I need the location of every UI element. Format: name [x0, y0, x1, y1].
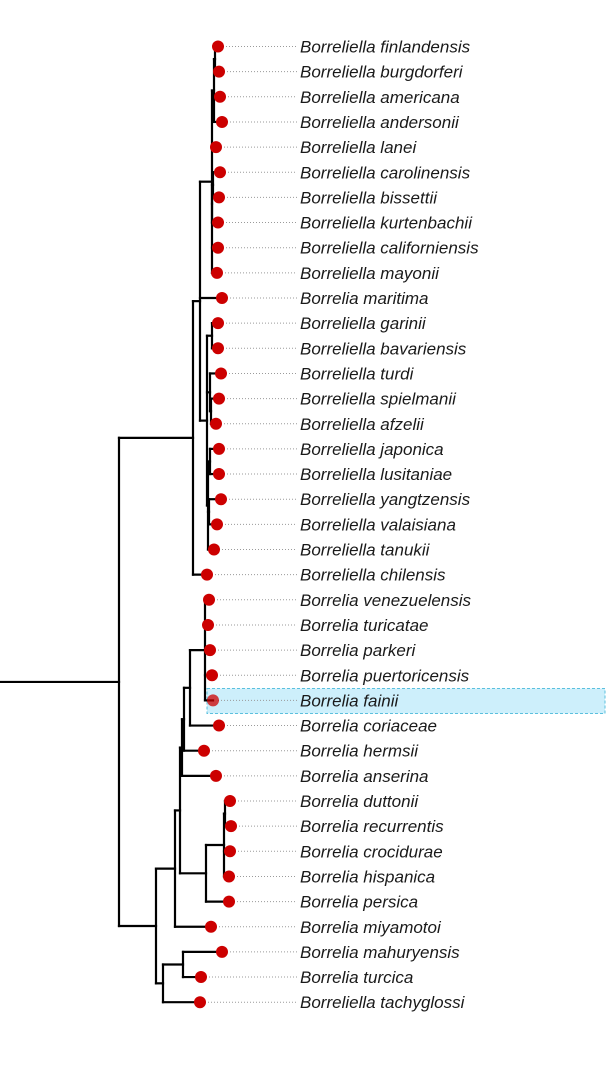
- tip-borrelia-duttonii[interactable]: [224, 795, 236, 807]
- tip-borreliella-valaisiana[interactable]: [211, 518, 223, 531]
- leaf-label-borreliella-burgdorferi[interactable]: Borreliella burgdorferi: [300, 63, 464, 82]
- highlight-row-borrelia-fainii[interactable]: [206, 688, 606, 714]
- tip-markers: [194, 40, 237, 1009]
- tip-borreliella-bavariensis[interactable]: [212, 342, 224, 355]
- tip-borreliella-spielmanii[interactable]: [213, 392, 225, 405]
- leader-lines: [205, 46, 297, 1003]
- tree-branches: [0, 45, 233, 1004]
- leaf-label-borrelia-crocidurae[interactable]: Borrelia crocidurae: [300, 842, 443, 861]
- leaf-label-borreliella-californiensis[interactable]: Borreliella californiensis: [300, 239, 479, 258]
- tip-borrelia-hispanica[interactable]: [223, 870, 235, 883]
- leaf-label-borrelia-coriaceae[interactable]: Borrelia coriaceae: [300, 717, 437, 736]
- leaf-label-borrelia-hermsii[interactable]: Borrelia hermsii: [300, 742, 419, 761]
- tip-borreliella-tachyglossi[interactable]: [194, 996, 206, 1009]
- leaf-label-borreliella-yangtzensis[interactable]: Borreliella yangtzensis: [300, 490, 471, 509]
- tip-borreliella-californiensis[interactable]: [212, 241, 224, 254]
- tip-borrelia-turicatae[interactable]: [202, 618, 214, 631]
- tip-borreliella-turdi[interactable]: [215, 367, 227, 380]
- tip-borreliella-bissettii[interactable]: [213, 191, 225, 204]
- tip-borreliella-finlandensis[interactable]: [212, 40, 224, 53]
- leaf-label-borrelia-fainii[interactable]: Borrelia fainii: [300, 691, 399, 710]
- leaf-label-borreliella-tanukii[interactable]: Borreliella tanukii: [300, 541, 431, 560]
- leaf-label-borreliella-americana[interactable]: Borreliella americana: [300, 88, 460, 107]
- tip-borreliella-garinii[interactable]: [212, 317, 224, 330]
- tip-borrelia-fainii[interactable]: [207, 694, 219, 707]
- tip-borrelia-hermsii[interactable]: [198, 744, 210, 757]
- tip-borreliella-carolinensis[interactable]: [214, 166, 226, 179]
- leaf-label-borrelia-anserina[interactable]: Borrelia anserina: [300, 767, 429, 786]
- leaf-label-borrelia-duttonii[interactable]: Borrelia duttonii: [300, 792, 419, 811]
- leaf-label-borreliella-carolinensis[interactable]: Borreliella carolinensis: [300, 163, 471, 182]
- leaf-label-borreliella-japonica[interactable]: Borreliella japonica: [300, 440, 444, 459]
- leaf-label-borreliella-mayonii[interactable]: Borreliella mayonii: [300, 264, 440, 283]
- tip-borreliella-lusitaniae[interactable]: [213, 468, 225, 481]
- tip-borrelia-recurrentis[interactable]: [225, 820, 237, 833]
- tip-borrelia-mahuryensis[interactable]: [216, 945, 228, 958]
- tip-borreliella-yangtzensis[interactable]: [215, 493, 227, 506]
- tip-borreliella-chilensis[interactable]: [201, 568, 213, 581]
- tip-borreliella-andersonii[interactable]: [216, 115, 228, 128]
- leaf-label-borreliella-lanei[interactable]: Borreliella lanei: [300, 138, 417, 157]
- tip-borreliella-burgdorferi[interactable]: [213, 65, 225, 78]
- leaf-label-borrelia-recurrentis[interactable]: Borrelia recurrentis: [300, 817, 444, 836]
- leaf-label-borrelia-mahuryensis[interactable]: Borrelia mahuryensis: [300, 943, 460, 962]
- leaf-label-borreliella-bavariensis[interactable]: Borreliella bavariensis: [300, 339, 467, 358]
- leaf-label-borreliella-spielmanii[interactable]: Borreliella spielmanii: [300, 390, 457, 409]
- tip-borrelia-parkeri[interactable]: [204, 644, 216, 657]
- leaf-label-borreliella-valaisiana[interactable]: Borreliella valaisiana: [300, 515, 456, 534]
- tip-borrelia-venezuelensis[interactable]: [203, 593, 215, 606]
- tip-borreliella-tanukii[interactable]: [208, 543, 220, 556]
- tip-borrelia-anserina[interactable]: [210, 769, 222, 782]
- leaf-label-borrelia-maritima[interactable]: Borrelia maritima: [300, 289, 428, 308]
- leaf-label-borreliella-lusitaniae[interactable]: Borreliella lusitaniae: [300, 465, 452, 484]
- leaf-label-borreliella-turdi[interactable]: Borreliella turdi: [300, 364, 415, 383]
- leaf-label-borrelia-persica[interactable]: Borrelia persica: [300, 893, 418, 912]
- leaf-label-borreliella-bissettii[interactable]: Borreliella bissettii: [300, 188, 438, 207]
- leaf-label-borrelia-miyamotoi[interactable]: Borrelia miyamotoi: [300, 918, 442, 937]
- tip-borreliella-americana[interactable]: [214, 90, 226, 103]
- tip-borrelia-persica[interactable]: [223, 895, 235, 908]
- tip-borrelia-puertoricensis[interactable]: [206, 669, 218, 682]
- leaf-label-borrelia-parkeri[interactable]: Borrelia parkeri: [300, 641, 416, 660]
- leaf-label-borreliella-afzelii[interactable]: Borreliella afzelii: [300, 415, 425, 434]
- tip-borreliella-mayonii[interactable]: [211, 266, 223, 279]
- leaf-label-borreliella-kurtenbachii[interactable]: Borreliella kurtenbachii: [300, 214, 473, 233]
- tip-borrelia-crocidurae[interactable]: [224, 845, 236, 858]
- tip-borreliella-afzelii[interactable]: [210, 417, 222, 430]
- leaf-label-borreliella-garinii[interactable]: Borreliella garinii: [300, 314, 427, 333]
- leaf-label-borrelia-puertoricensis[interactable]: Borrelia puertoricensis: [300, 666, 470, 685]
- leaf-label-borreliella-finlandensis[interactable]: Borreliella finlandensis: [300, 38, 471, 57]
- tip-borreliella-lanei[interactable]: [210, 141, 222, 154]
- leaf-label-borreliella-tachyglossi[interactable]: Borreliella tachyglossi: [300, 993, 466, 1012]
- leaf-label-borreliella-andersonii[interactable]: Borreliella andersonii: [300, 113, 460, 132]
- leaf-label-borreliella-chilensis[interactable]: Borreliella chilensis: [300, 566, 446, 585]
- tip-borrelia-miyamotoi[interactable]: [205, 920, 217, 933]
- tip-borreliella-japonica[interactable]: [213, 442, 225, 455]
- leaf-label-borrelia-venezuelensis[interactable]: Borrelia venezuelensis: [300, 591, 472, 610]
- tip-borreliella-kurtenbachii[interactable]: [212, 216, 224, 229]
- tip-borrelia-turcica[interactable]: [195, 971, 207, 984]
- leaf-label-borrelia-hispanica[interactable]: Borrelia hispanica: [300, 867, 435, 886]
- tip-borrelia-maritima[interactable]: [216, 292, 228, 304]
- tip-borrelia-coriaceae[interactable]: [213, 719, 225, 732]
- leaf-label-borrelia-turcica[interactable]: Borrelia turcica: [300, 968, 413, 987]
- leaf-label-borrelia-turicatae[interactable]: Borrelia turicatae: [300, 616, 429, 635]
